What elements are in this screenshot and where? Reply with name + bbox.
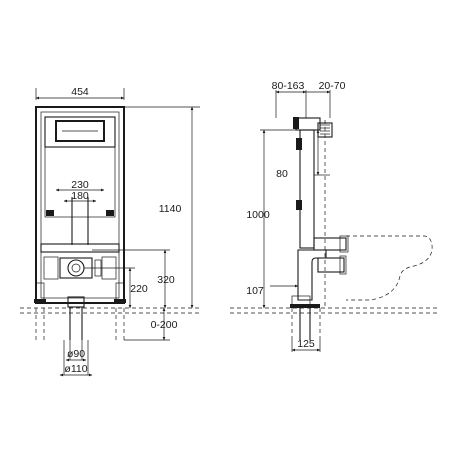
dim-outlet-height-label: 320 <box>157 274 175 286</box>
fixing-bracket-left <box>46 210 54 216</box>
front-view: 454 230 180 1140 320 220 0-200 ø90 ø110 <box>20 86 200 377</box>
frame-inner <box>40 111 120 299</box>
dim-inner-width-label: 230 <box>71 179 89 191</box>
cross-bar <box>40 243 120 253</box>
dim-pipe-dia2-label: ø110 <box>64 363 87 375</box>
foot-plate-left <box>34 299 46 303</box>
flush-plate-opening <box>55 120 105 142</box>
side-connector-end <box>339 235 349 253</box>
side-drain-end <box>339 255 347 275</box>
wc-bowl-outline <box>346 235 433 301</box>
dim-outlet-height2-label: 220 <box>130 283 148 295</box>
dim-floor-adjust-label: 0-200 <box>151 319 178 331</box>
dim-depth-range-label: 80-163 <box>272 80 305 92</box>
side-drain-outlet <box>317 257 345 273</box>
dim-side-height-label: 1000 <box>246 209 270 221</box>
foot-plate-right <box>114 299 126 303</box>
dim-wall-gap-label: 20-70 <box>319 80 346 92</box>
side-top-cap <box>295 117 321 131</box>
side-clip <box>296 200 302 210</box>
frame-outline <box>35 106 125 304</box>
side-view: 80-163 20-70 80 1000 107 125 <box>230 80 440 352</box>
lower-bracket-left <box>43 256 59 280</box>
dim-width-label: 454 <box>71 86 89 98</box>
dim-pipe-dia1-label: ø90 <box>67 348 85 360</box>
drain-socket <box>67 296 85 308</box>
dim-base-depth-label: 125 <box>297 338 315 350</box>
side-flush-button <box>293 117 299 129</box>
side-flush-connector <box>313 237 347 251</box>
dim-pipe-height-label: 107 <box>246 285 264 297</box>
dim-inner-width2-label: 180 <box>71 190 89 202</box>
outlet-pipe-circle <box>67 259 85 277</box>
cistern-body <box>44 146 116 218</box>
dim-top-offset-label: 80 <box>276 168 288 180</box>
side-frame-column <box>299 129 315 249</box>
side-valve <box>296 138 302 150</box>
dim-height-label: 1140 <box>159 203 182 215</box>
side-foot-plate <box>290 304 320 308</box>
fixing-bracket-right <box>106 210 114 216</box>
outlet-pipe-inner <box>71 263 81 273</box>
